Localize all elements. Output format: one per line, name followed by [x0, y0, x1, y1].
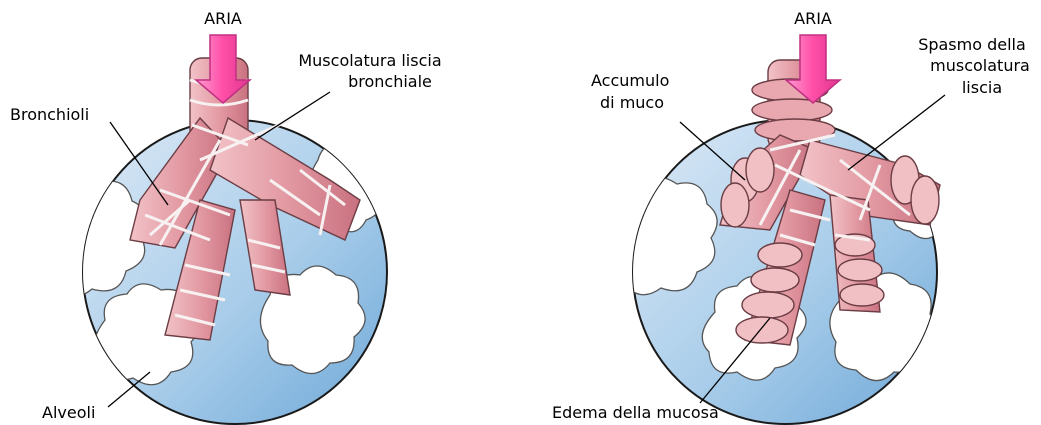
- label-alveoli: Alveoli: [42, 403, 95, 422]
- edema-ring: [838, 259, 882, 281]
- label-smooth-muscle-line2: bronchiale: [348, 72, 432, 91]
- edema-ring: [736, 317, 788, 343]
- leader-line: [848, 95, 945, 170]
- edema-ring: [758, 243, 802, 267]
- right-air-label: ARIA: [794, 9, 832, 28]
- label-bronchioles: Bronchioli: [10, 105, 89, 124]
- label-mucus-line1: Accumulo: [591, 71, 669, 90]
- edema-ring: [751, 268, 799, 292]
- label-spasm-line3: liscia: [962, 78, 1002, 97]
- right-panel: ARIA Accumulo di muco Spasmo della musco…: [552, 9, 1030, 424]
- edema-ring: [752, 99, 832, 121]
- label-mucus-line2: di muco: [600, 93, 664, 112]
- left-panel: ARIA Bronchioli Muscolatura liscia bronc…: [10, 9, 442, 424]
- label-spasm-line2: muscolatura: [930, 56, 1030, 75]
- label-spasm-line1: Spasmo della: [918, 35, 1026, 54]
- edema-ring: [721, 183, 749, 227]
- label-smooth-muscle-line1: Muscolatura liscia: [298, 51, 441, 70]
- edema-ring: [911, 176, 939, 224]
- edema-ring: [742, 292, 794, 318]
- edema-ring: [746, 148, 774, 192]
- edema-ring: [840, 284, 884, 306]
- label-edema: Edema della mucosa: [552, 403, 719, 422]
- left-air-label: ARIA: [204, 9, 242, 28]
